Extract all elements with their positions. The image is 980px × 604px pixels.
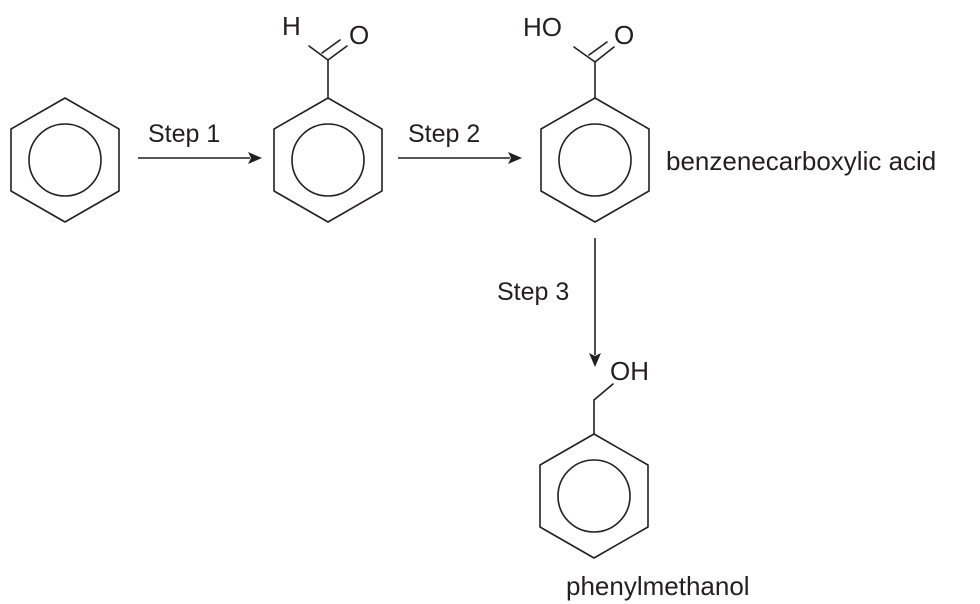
aldehyde-o-atom: O	[349, 20, 369, 50]
phenylmethanol	[539, 383, 649, 559]
acid-ho-label: HO	[523, 12, 562, 42]
benzenecarboxylic-acid	[540, 41, 650, 223]
acid-o-atom: O	[614, 20, 634, 50]
benzene-ring	[10, 97, 120, 223]
benzaldehyde	[273, 39, 383, 223]
alcohol-name: phenylmethanol	[566, 571, 750, 601]
step-1-label: Step 1	[148, 120, 220, 148]
step-3-arrow	[589, 238, 601, 367]
acid-name: benzenecarboxylic acid	[666, 146, 936, 176]
step-1-arrow	[138, 152, 262, 164]
step-3-label: Step 3	[497, 278, 569, 306]
step-2-label: Step 2	[408, 120, 480, 148]
aldehyde-h-atom: H	[282, 11, 301, 41]
step-2-arrow	[398, 152, 522, 164]
alcohol-oh-label: OH	[610, 356, 649, 386]
